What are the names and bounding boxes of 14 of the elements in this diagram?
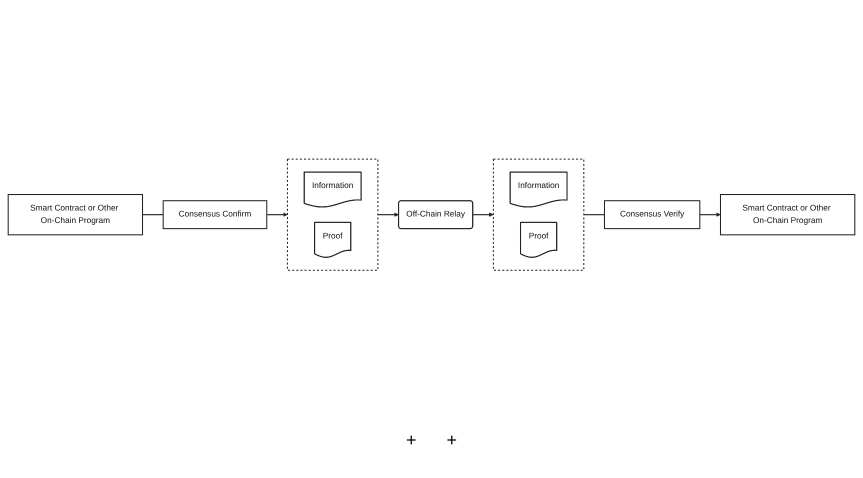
node-box: Consensus Verify (604, 200, 700, 230)
node-box: Consensus Confirm (162, 200, 268, 230)
arrow (700, 212, 721, 218)
node-box: Smart Contract or Other On-Chain Program (720, 194, 856, 236)
connector (142, 214, 164, 216)
cluster (286, 158, 378, 272)
plus-sign: + (406, 430, 416, 451)
arrow (266, 212, 288, 218)
arrow (472, 212, 494, 218)
plus-sign: + (446, 430, 458, 451)
connector (584, 214, 604, 216)
cluster (492, 158, 584, 272)
arrow (378, 212, 399, 218)
node-box: Smart Contract or Other On-Chain Program (8, 194, 144, 236)
